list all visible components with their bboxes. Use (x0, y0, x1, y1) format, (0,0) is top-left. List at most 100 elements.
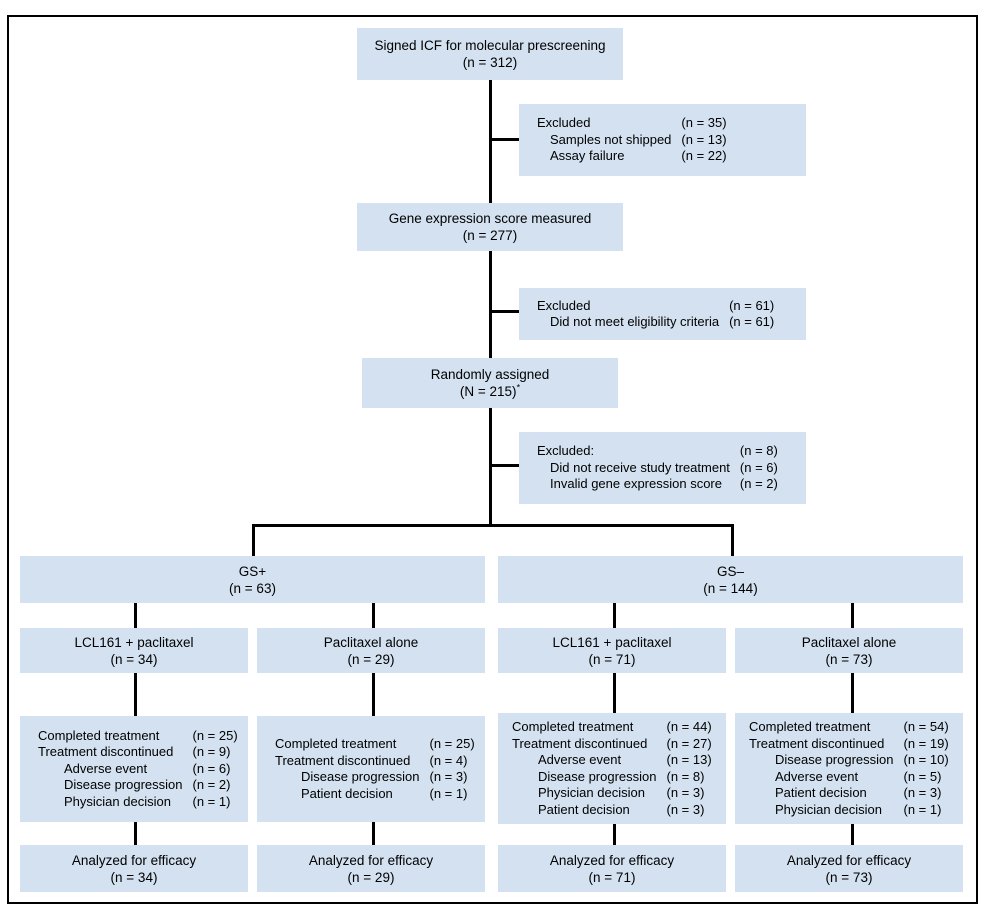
node-arm4-title: Paclitaxel alone (801, 634, 897, 650)
row-label: Excluded (537, 297, 591, 313)
node-arm2-title: Paclitaxel alone (323, 634, 419, 650)
connector-gs-positive-to-arm1 (134, 603, 137, 628)
node-gene-expression: Gene expression score measured (n = 277) (357, 203, 623, 251)
connector-gene-expression-to-randomized (489, 251, 492, 361)
node-arm3-count: (n = 71) (588, 651, 636, 667)
node-arm2-count: (n = 29) (347, 651, 395, 667)
table-row: Excluded (n = 35) (537, 115, 727, 132)
row-label: Did not meet eligibility criteria (550, 314, 720, 329)
row-count: (n = 10) (903, 752, 949, 767)
node-gs-positive-title: GS+ (238, 563, 267, 579)
node-analyzed4-title: Analyzed for efficacy (786, 852, 912, 868)
node-randomized: Randomly assigned (N = 215)* (362, 358, 618, 408)
node-disposition-arm2: Completed treatment (n = 25) Treatment d… (257, 716, 485, 822)
node-analyzed-arm3: Analyzed for efficacy (n = 71) (498, 845, 726, 892)
node-arm-gs-positive-lcl161: LCL161 + paclitaxel (n = 34) (20, 628, 248, 673)
row-label: Assay failure (550, 148, 625, 164)
row-label: Patient decision (775, 785, 867, 800)
connector-gs-negative-to-arm4 (851, 603, 854, 628)
connector-disposition3-to-analyzed3 (613, 824, 616, 845)
row-label: Invalid gene expression score (550, 476, 722, 492)
row-count: (n = 35) (681, 115, 727, 131)
node-analyzed1-count: (n = 34) (110, 869, 158, 885)
figure-border (7, 15, 978, 904)
node-analyzed-arm1: Analyzed for efficacy (n = 34) (20, 845, 248, 892)
row-count: (n = 4) (429, 752, 468, 768)
node-excluded-3: Excluded: (n = 8) Did not receive study … (519, 432, 806, 504)
row-label: Physician decision (538, 785, 645, 800)
row-label: Did not receive study treatment (550, 459, 730, 475)
table-row: Disease progression (n = 2) (38, 777, 238, 794)
node-gs-positive-count: (n = 63) (229, 580, 276, 596)
table-row: Disease progression (n = 8) (512, 769, 712, 786)
row-count: (n = 2) (739, 476, 778, 492)
table-row: Completed treatment (n = 25) (275, 736, 475, 753)
row-label: Adverse event (64, 760, 148, 776)
table-row: Disease progression (n = 3) (275, 769, 475, 786)
connector-disposition2-to-analyzed2 (372, 822, 375, 845)
connector-disposition1-to-analyzed1 (134, 822, 137, 845)
row-label: Adverse event (538, 752, 622, 767)
table-row: Treatment discontinued (n = 4) (275, 753, 475, 770)
row-count: (n = 3) (666, 801, 705, 817)
node-arm-gs-positive-paclitaxel: Paclitaxel alone (n = 29) (257, 628, 485, 673)
table-row: Patient decision (n = 3) (749, 785, 949, 802)
node-disposition-arm3-table: Completed treatment (n = 44) Treatment d… (512, 719, 712, 818)
connector-randomized-to-split (489, 408, 492, 527)
row-label: Treatment discontinued (38, 744, 174, 760)
node-analyzed3-count: (n = 71) (588, 869, 636, 885)
row-count: (n = 61) (729, 297, 775, 313)
node-prescreening-title: Signed ICF for molecular prescreening (374, 38, 606, 53)
row-count: (n = 22) (681, 148, 727, 164)
connector-arm2-to-disposition2 (372, 673, 375, 716)
node-gs-negative-title: GS– (716, 563, 744, 579)
table-row: Invalid gene expression score (n = 2) (537, 476, 778, 493)
table-row: Physician decision (n = 1) (38, 794, 238, 811)
connector-prescreening-to-gene-expression (489, 80, 492, 210)
row-label: Adverse event (775, 768, 859, 784)
node-disposition-arm1-table: Completed treatment (n = 25) Treatment d… (38, 728, 238, 811)
row-label: Samples not shipped (550, 131, 672, 147)
node-analyzed2-count: (n = 29) (347, 869, 395, 885)
row-count: (n = 54) (903, 719, 949, 734)
node-arm4-count: (n = 73) (825, 651, 873, 667)
row-label: Disease progression (301, 769, 420, 784)
row-label: Disease progression (64, 777, 183, 793)
table-row: Adverse event (n = 6) (38, 761, 238, 778)
row-count: (n = 13) (681, 131, 727, 147)
row-label: Treatment discontinued (275, 752, 411, 768)
node-gs-negative-count: (n = 144) (703, 580, 758, 596)
connector-arm3-to-disposition3 (613, 673, 616, 713)
node-disposition-arm2-table: Completed treatment (n = 25) Treatment d… (275, 736, 475, 802)
row-count: (n = 13) (666, 752, 712, 767)
connector-disposition4-to-analyzed4 (851, 824, 854, 845)
node-disposition-arm1: Completed treatment (n = 25) Treatment d… (20, 716, 248, 822)
table-row: Physician decision (n = 3) (512, 785, 712, 802)
table-row: Patient decision (n = 1) (275, 786, 475, 803)
connector-arm1-to-disposition1 (134, 673, 137, 716)
node-disposition-arm3: Completed treatment (n = 44) Treatment d… (498, 713, 726, 824)
row-label: Completed treatment (275, 736, 397, 751)
row-label: Excluded (537, 115, 591, 131)
node-excluded-3-table: Excluded: (n = 8) Did not receive study … (537, 443, 778, 493)
node-arm3-title: LCL161 + paclitaxel (552, 634, 672, 650)
node-gene-expression-count: (n = 277) (462, 228, 518, 243)
row-label: Patient decision (301, 785, 393, 801)
table-row: Adverse event (n = 5) (749, 769, 949, 786)
table-row: Adverse event (n = 13) (512, 752, 712, 769)
row-label: Completed treatment (512, 719, 634, 734)
node-analyzed-arm2: Analyzed for efficacy (n = 29) (257, 845, 485, 892)
row-count: (n = 25) (429, 736, 475, 751)
node-excluded-1-table: Excluded (n = 35) Samples not shipped (n… (537, 115, 727, 165)
table-row: Excluded (n = 61) (537, 298, 774, 315)
node-prescreening: Signed ICF for molecular prescreening (n… (357, 28, 623, 80)
connector-arm4-to-disposition4 (851, 673, 854, 713)
table-row: Did not meet eligibility criteria (n = 6… (537, 314, 774, 331)
node-analyzed2-title: Analyzed for efficacy (308, 852, 434, 868)
connector-gs-positive-to-arm2 (372, 603, 375, 628)
table-row: Completed treatment (n = 44) (512, 719, 712, 736)
row-count: (n = 9) (192, 744, 231, 760)
table-row: Samples not shipped (n = 13) (537, 132, 727, 149)
node-randomized-count-value: (N = 215) (459, 384, 517, 399)
